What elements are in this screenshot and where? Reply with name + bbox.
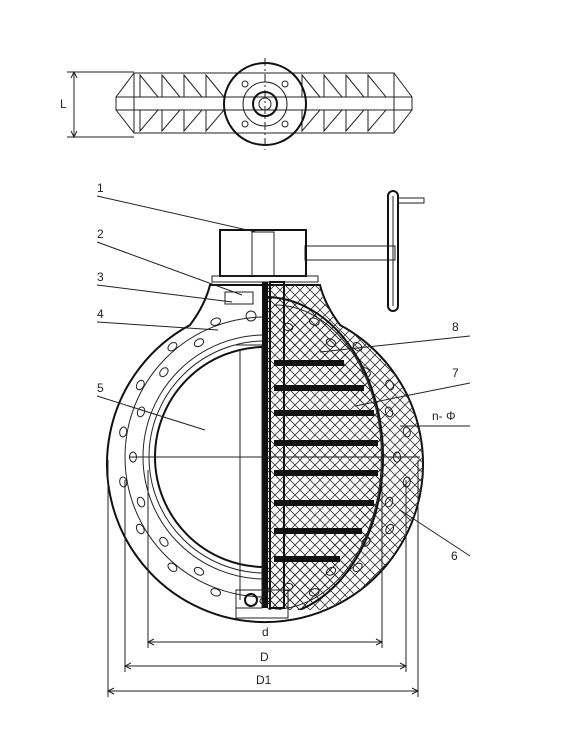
rib [205, 73, 226, 133]
bolt-hole [361, 536, 371, 547]
disc-rib [274, 500, 374, 506]
bolt-hole [352, 562, 363, 572]
callout-label-8: 8 [452, 320, 459, 334]
bolt-hole [135, 379, 145, 391]
callout-label-2: 2 [97, 227, 104, 241]
bolt-hole [210, 317, 222, 326]
front-view [106, 190, 425, 624]
bolt-hole [385, 379, 395, 391]
top-ribs [139, 73, 388, 133]
bolt-hole [136, 496, 146, 508]
bottom-dimensions: d D D1 [106, 460, 420, 697]
bolt-hole [119, 476, 128, 488]
rib [161, 73, 182, 133]
bolt-hole [159, 367, 169, 378]
bolt-hole [384, 496, 394, 508]
disc-rib [274, 440, 378, 446]
bolt-hole [325, 338, 337, 348]
callout-label-holes: n- Φ [432, 409, 456, 423]
bolt-hole [352, 342, 363, 352]
disc-rib [274, 410, 374, 416]
bolt-hole [402, 426, 411, 438]
bolt-hole [193, 338, 205, 348]
bolt-hole [384, 406, 394, 418]
callout-label-7: 7 [452, 366, 459, 380]
callout-label-5: 5 [97, 381, 104, 395]
callout-label-3: 3 [97, 270, 104, 284]
bolt-hole [308, 588, 320, 597]
disc-rib [274, 528, 362, 534]
bolt-hole [325, 566, 337, 576]
disc-rib [274, 556, 340, 562]
dimension-label-d: d [262, 625, 269, 639]
callout-label-6: 6 [451, 549, 458, 563]
disc-ribs [274, 360, 378, 562]
bolt-hole [135, 523, 145, 535]
valve-stem [262, 282, 268, 608]
bolt-hole [167, 342, 178, 352]
disc-rib [274, 360, 344, 366]
disc-rib [274, 385, 364, 391]
top-view: L [60, 58, 413, 150]
bolt-holes [119, 317, 411, 605]
bolt-hole [210, 588, 222, 597]
bolt-hole [308, 317, 320, 326]
bolt-hole [119, 426, 128, 438]
rib [367, 73, 388, 133]
bolt-hole [159, 536, 169, 547]
bolt-hole [136, 406, 146, 418]
top-body-outline [133, 72, 395, 134]
callout-label-1: 1 [97, 181, 104, 195]
actuator-box [219, 229, 307, 277]
bolt-hole [282, 322, 294, 332]
rib [323, 73, 344, 133]
rib [139, 73, 160, 133]
callout-label-4: 4 [97, 307, 104, 321]
bolt-hole [193, 566, 205, 576]
rib [301, 73, 322, 133]
disc-rib [274, 470, 378, 476]
bolt-hole [282, 582, 294, 592]
top-shaft-band [115, 96, 413, 111]
dimension-label-D1: D1 [256, 673, 272, 687]
rib [345, 73, 366, 133]
bolt-hole [167, 562, 178, 572]
dimension-label-D: D [260, 650, 269, 664]
bolt-hole [385, 523, 395, 535]
bolt-hole [361, 367, 371, 378]
callouts: 1 2 3 4 5 6 7 8 n- Φ [96, 181, 471, 563]
dimension-label-L: L [60, 97, 67, 111]
rib [183, 73, 204, 133]
